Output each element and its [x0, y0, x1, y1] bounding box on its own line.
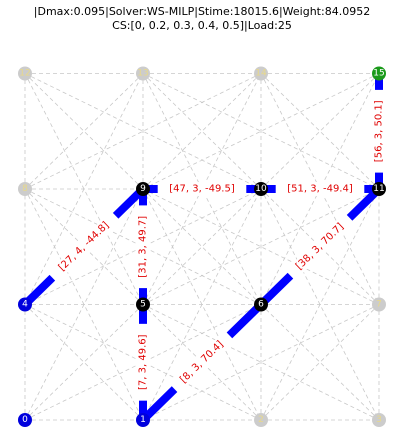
edge-label-text: [56, 3, 50.1] [374, 100, 385, 162]
node-label: 5 [140, 300, 146, 310]
grid-edge [24, 73, 262, 190]
node-9: 9 [136, 182, 150, 196]
node-10: 10 [254, 182, 268, 196]
edge-label: [47, 3, -49.5] [157, 182, 247, 196]
edge-label: [27, 4, -44.8] [47, 210, 121, 283]
grid-edge [24, 73, 262, 190]
edge-label: [7, 3, 49.6] [136, 323, 150, 401]
node-label: 3 [376, 415, 382, 425]
edge-label-text: [31, 3, 49.7] [138, 216, 149, 278]
node-label: 12 [19, 69, 30, 79]
node-15: 15 [372, 66, 386, 81]
node-7: 7 [372, 297, 386, 312]
grid-edge [142, 304, 380, 421]
node-label: 0 [22, 415, 28, 425]
grid-edge [142, 188, 380, 305]
grid-edge [142, 304, 380, 421]
plot-title: |Dmax:0.095|Solver:WS-MILP|Stime:18015.6… [0, 5, 404, 33]
grid-edge [142, 188, 380, 305]
edge-label: [38, 3, 70.7] [285, 212, 355, 281]
node-1: 1 [136, 413, 150, 427]
edge-label: [31, 3, 49.7] [136, 205, 150, 289]
node-12: 12 [18, 66, 32, 81]
node-label: 2 [258, 415, 264, 425]
node-6: 6 [254, 297, 268, 312]
grid-edge [24, 73, 144, 305]
node-8: 8 [18, 182, 32, 196]
grid-edge [24, 188, 262, 305]
grid-edge [24, 304, 262, 421]
node-label: 14 [255, 69, 267, 79]
edge-labels: [7, 3, 49.6][31, 3, 49.7][8, 3, 70.4][38… [47, 89, 386, 401]
edge-label: [56, 3, 50.1] [372, 89, 386, 173]
title-line-1: |Dmax:0.095|Solver:WS-MILP|Stime:18015.6… [33, 5, 371, 18]
node-0: 0 [18, 413, 32, 427]
node-14: 14 [254, 66, 268, 81]
node-13: 13 [136, 66, 150, 81]
node-4: 4 [18, 297, 32, 312]
node-label: 7 [376, 300, 382, 310]
node-3: 3 [372, 413, 386, 427]
node-2: 2 [254, 413, 268, 427]
node-label: 4 [22, 300, 28, 310]
grid-edge [142, 73, 380, 190]
node-label: 6 [258, 300, 264, 310]
grid-edge [260, 188, 380, 421]
node-label: 9 [140, 184, 146, 194]
grid-edge [142, 73, 380, 190]
grid-edge [24, 188, 144, 421]
edge-label: [51, 3, -49.4] [275, 182, 365, 196]
node-label: 11 [373, 184, 384, 194]
node-label: 10 [255, 184, 267, 194]
node-label: 1 [140, 415, 146, 425]
edge-label-text: [7, 3, 49.6] [138, 334, 149, 390]
node-label: 13 [137, 69, 148, 79]
grid-edge [142, 188, 262, 421]
title-line-2: CS:[0, 0.2, 0.3, 0.4, 0.5]|Load:25 [112, 19, 292, 32]
node-label: 15 [373, 69, 384, 79]
edge-label-text: [51, 3, -49.4] [287, 184, 353, 195]
node-11: 11 [372, 182, 386, 196]
grid-edge [24, 188, 262, 305]
node-5: 5 [136, 297, 150, 312]
edge-label-text: [47, 3, -49.5] [169, 184, 235, 195]
node-label: 8 [22, 184, 28, 194]
edge-label-text: [27, 4, -44.8] [57, 220, 112, 273]
grid-edge [24, 304, 262, 421]
